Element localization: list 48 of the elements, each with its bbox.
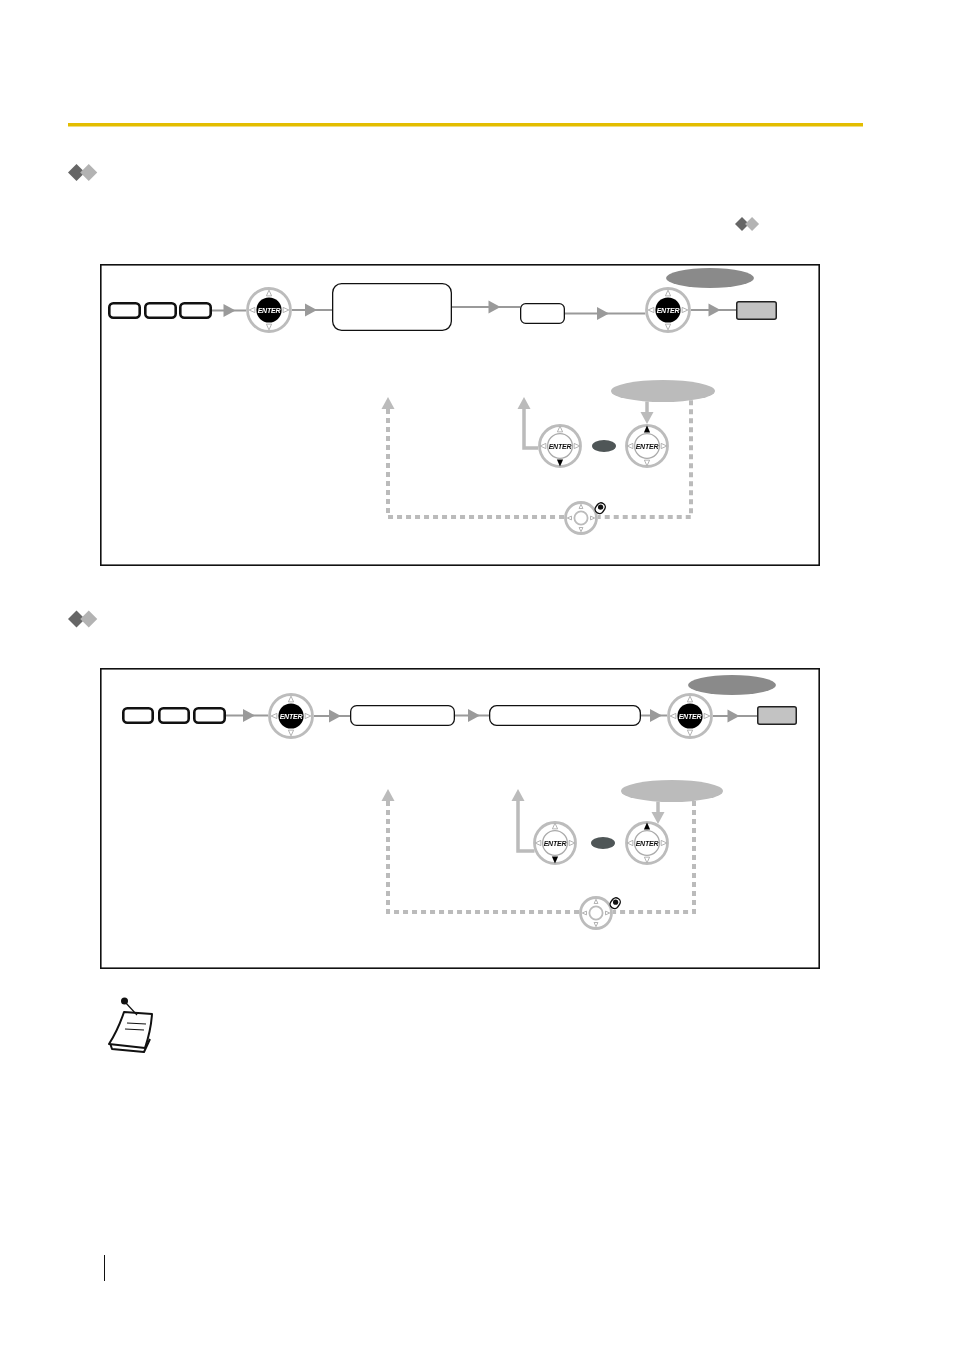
key-outline — [193, 707, 226, 724]
key-outline — [122, 707, 154, 724]
oval-badge — [611, 380, 715, 402]
flow-arrow — [690, 303, 737, 317]
panel-frame — [100, 264, 820, 566]
oval-badge — [666, 268, 754, 288]
flow-arrow — [564, 307, 647, 320]
navigator-key — [645, 287, 691, 333]
navigator-key — [268, 693, 314, 739]
flow-arrow — [451, 300, 521, 314]
oval-badge — [621, 780, 723, 802]
display-box — [520, 303, 565, 324]
key-outline — [144, 302, 177, 319]
arrow — [511, 789, 535, 853]
navigator-key — [625, 424, 669, 468]
navigator-key — [538, 424, 582, 468]
connector-line — [612, 800, 696, 914]
flow-arrow — [640, 709, 668, 722]
navigator-key — [579, 896, 613, 930]
panel-frame — [100, 668, 820, 969]
flow-arrow — [291, 303, 333, 317]
key-outline — [179, 302, 212, 319]
navigator-key — [667, 693, 713, 739]
oval-badge — [592, 440, 616, 452]
oval-badge — [688, 675, 776, 695]
navigator-key — [625, 821, 669, 865]
oval-badge — [591, 837, 615, 849]
display-box — [350, 705, 455, 726]
display-box — [489, 705, 641, 726]
flow-arrow — [225, 709, 269, 722]
arrow — [517, 397, 539, 450]
navigator-key — [564, 501, 598, 535]
key-outline — [158, 707, 190, 724]
dashed-arrow — [381, 397, 565, 519]
flow-arrow — [211, 304, 247, 317]
navigator-key — [533, 821, 577, 865]
dashed-arrow — [381, 789, 580, 914]
display-box — [332, 283, 452, 331]
arrow — [651, 801, 665, 824]
soft-key — [736, 301, 777, 320]
soft-key — [757, 706, 797, 725]
navigator-key — [246, 287, 292, 333]
flow-arrow — [454, 709, 490, 722]
flow-arrow — [712, 709, 758, 723]
key-outline — [108, 302, 141, 319]
connector-line — [597, 400, 693, 519]
arrow — [640, 401, 654, 424]
flow-arrow — [313, 709, 351, 723]
